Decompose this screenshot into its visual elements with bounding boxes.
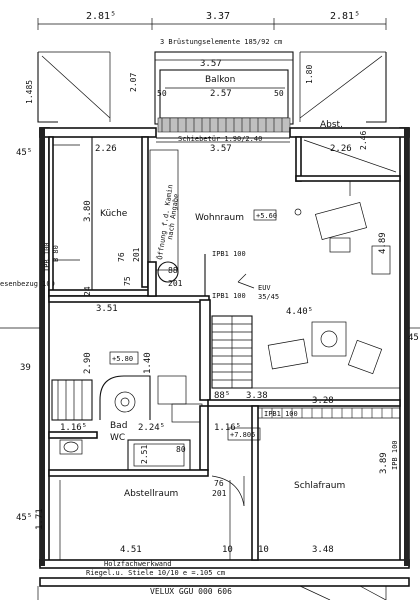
storage-label: Abstellraum	[124, 489, 178, 499]
wc-label: WC	[110, 433, 125, 443]
storage-width: 4.51	[120, 545, 142, 555]
sofa-group-bottom	[267, 321, 383, 375]
hall-dim-290: 2.90	[83, 352, 93, 374]
stair-dim-885: 88⁵	[214, 391, 230, 401]
kitchen-dim-76: 76	[117, 252, 126, 262]
living-room-level: +5.60	[256, 212, 277, 220]
left-dimensions: 45⁵ 39 45⁵ 1.485 esenbezug 100 45⁵	[0, 80, 420, 523]
kitchen-b80: B 80	[52, 245, 60, 262]
left-dim-455a: 45⁵	[16, 148, 32, 158]
kitchen-dim-75: 75	[123, 276, 132, 286]
exterior-walls	[39, 127, 410, 569]
chimney-dim-201: 201	[168, 279, 183, 288]
sliding-door: Schiebetür 1.90/2.40 3.57	[156, 135, 290, 154]
stairs	[211, 315, 253, 389]
hall-level: +5.80	[112, 355, 133, 363]
kitchen-width: 2.26	[95, 144, 117, 154]
bedroom-width: 3.48	[312, 545, 334, 555]
kitchen-label: Küche	[100, 209, 128, 219]
storage-dim-171: 1.71	[35, 508, 45, 530]
hall-dim-24: 24	[83, 286, 92, 296]
balcony-inner-width: 2.57	[210, 89, 232, 99]
roof-outline-top	[37, 51, 387, 123]
storage-dim-10: 10	[222, 545, 233, 555]
left-dim-39: 39	[20, 363, 31, 373]
bathroom: 2.24⁵ 1.16⁵ Bad WC 2.51 80	[48, 375, 241, 477]
ext-left-note: esenbezug 100	[0, 280, 55, 288]
hall-area: 3.51 88 201 24 +5.80 2.90 1.40 88⁵ 3.38	[48, 261, 401, 407]
balcony-label: Balkon	[205, 75, 235, 85]
bedroom: +7.805 3.89 Schlafraum 3.48 10	[211, 405, 389, 561]
velux-label: VELUX GGU 000 606	[150, 587, 232, 596]
balcony-width: 3.57	[200, 59, 222, 69]
kitchen-ipb: IPB 100	[43, 242, 51, 272]
bath-dim-116: 1.16⁵	[214, 423, 241, 433]
hall-dim-140: 1.40	[143, 352, 153, 374]
bedroom-band: 3.28	[255, 396, 401, 419]
living-room-height: 4.89	[378, 232, 388, 254]
bedroom-band-dim: 3.28	[312, 396, 334, 406]
balcony-railing-hatch	[161, 118, 283, 132]
top-dim-right: 2.81⁵	[330, 11, 360, 22]
bedroom-label: Schlafraum	[294, 481, 345, 491]
wall-note-2: Riegel.u. Stiele 10/10 e =.105 cm	[86, 569, 225, 577]
storage-room: Abstellraum 4.51 1.71 10 76 201	[35, 479, 233, 560]
bedroom-dim-10: 10	[258, 545, 269, 555]
kitchen-dim-201: 201	[132, 247, 141, 262]
bath-dim-251: 2.51	[140, 445, 149, 464]
chimney-dim-88: 88	[168, 266, 178, 275]
ipb-label-c: IPB1 100	[264, 410, 298, 418]
top-dim-left: 2.81⁵	[86, 11, 116, 22]
storage-dim-76: 76	[214, 479, 224, 488]
hall-width: 3.51	[96, 304, 118, 314]
chimney-note: Öffnung f.d. Kamin nach Angabe	[149, 149, 180, 271]
balcony-dim-50b: 50	[274, 89, 284, 98]
kitchen: 2.26 3.80 Küche 76 201 75 B 80 IPB 100	[43, 136, 150, 298]
sliding-door-label: Schiebetür 1.90/2.40	[178, 135, 262, 143]
abst-height: 2.46	[359, 131, 368, 150]
bath-label: Bad	[110, 421, 127, 431]
sofa-group-top	[314, 202, 391, 275]
storage-dim-201: 201	[212, 489, 227, 498]
left-dim-455b: 45⁵	[16, 513, 32, 523]
balcony-dim-207: 2.07	[129, 73, 138, 92]
bath-dim-224: 2.24⁵	[138, 423, 165, 433]
ipb-label-b: IPB1 100	[212, 292, 246, 300]
top-dim-center: 3.37	[206, 11, 230, 22]
wall-note-1: Holzfachwerkwand	[104, 560, 171, 568]
balcony-dim-50a: 50	[157, 89, 167, 98]
living-room-label: Wohnraum	[195, 213, 244, 223]
abst-width: 2.26	[330, 144, 352, 154]
right-dim-455: 45⁵	[408, 333, 420, 343]
left-dim-1485: 1.485	[25, 80, 34, 104]
living-room-width: 4.40⁵	[286, 307, 313, 317]
bedroom-height: 3.89	[379, 452, 389, 474]
balcony-note: 3 Brüstungselemente 185/92 cm	[160, 38, 282, 46]
ipb-label-a: IPB1 100	[212, 250, 246, 258]
balcony-depth: 1.80	[305, 65, 314, 84]
left-steps-dim: 1.16⁵	[60, 423, 87, 433]
left-steps: 1.16⁵	[51, 379, 93, 433]
abstellraum-small: Abst. 2.26 2.46	[295, 120, 401, 182]
abst-label: Abst.	[320, 120, 343, 130]
kitchen-height: 3.80	[83, 200, 93, 222]
evu-dim: 35/45	[258, 293, 279, 301]
ipb-label-right: IPB 100	[391, 440, 399, 470]
balcony: 3.57 Balkon 2.57 50 50 1.80 2.07	[129, 51, 314, 133]
top-dimension-chain: 2.81⁵ 3.37 2.81⁵ 3 Brüstungselemente 185…	[37, 11, 387, 46]
evu-label: EUV	[258, 284, 271, 292]
balcony-width-below: 3.57	[210, 144, 232, 154]
hall-dim-338: 3.38	[246, 391, 268, 401]
living-room: Wohnraum +5.60 4.89 4.40⁵	[195, 177, 391, 375]
bottom-notes: Holzfachwerkwand Riegel.u. Stiele 10/10 …	[37, 560, 410, 600]
bath-dim-80: 80	[176, 445, 186, 454]
bedroom-level: +7.805	[230, 431, 255, 439]
